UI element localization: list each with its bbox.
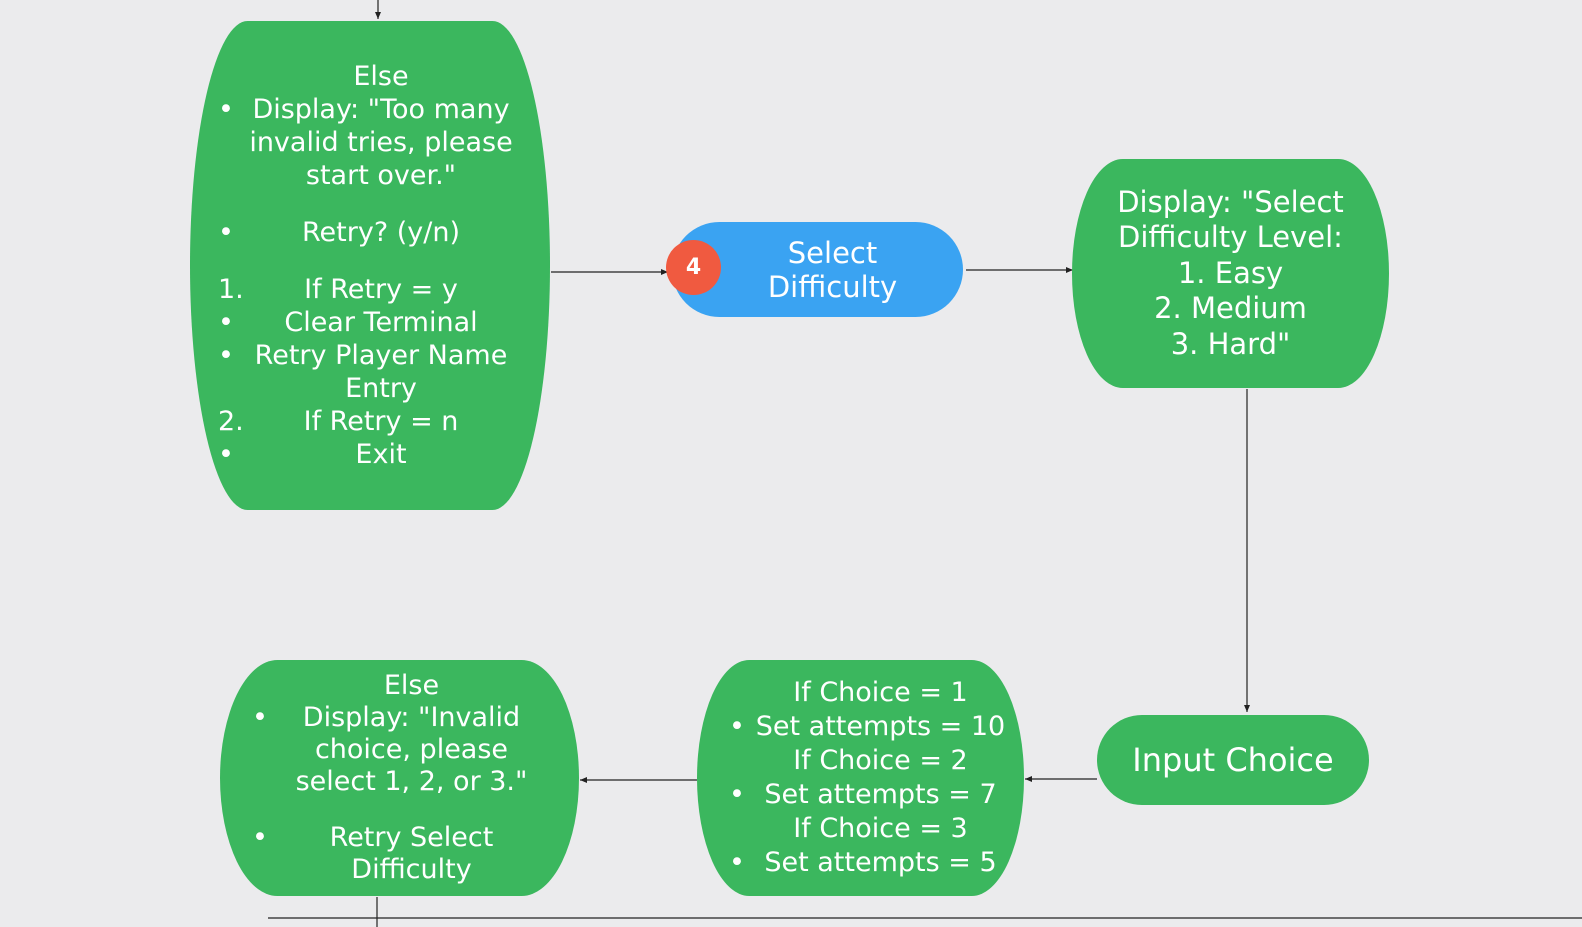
line-text: Retry Player Name bbox=[254, 340, 508, 371]
node-line: Entry bbox=[226, 372, 536, 405]
node-line: • Display: "Too many bbox=[218, 93, 536, 126]
line-text: choice, please bbox=[314, 734, 509, 765]
node-line: • Retry Select bbox=[252, 822, 559, 854]
node-line: invalid tries, please bbox=[226, 126, 536, 159]
line-text: Difficulty bbox=[351, 854, 472, 885]
bullet-marker: • bbox=[218, 439, 234, 470]
line-text: invalid tries, please bbox=[249, 127, 513, 158]
node-line: • Set attempts = 5 bbox=[729, 846, 1024, 880]
input-choice-node: Input Choice bbox=[1097, 715, 1369, 805]
node-line: 1. If Retry = y bbox=[218, 273, 536, 306]
node-line: If Choice = 3 bbox=[737, 812, 1024, 846]
node-line: • Retry Player Name bbox=[218, 339, 536, 372]
node-line: select 1, 2, or 3." bbox=[264, 766, 559, 798]
bullet-marker: • bbox=[218, 94, 234, 125]
number-marker: 2. bbox=[218, 406, 244, 437]
line-text: Retry? (y/n) bbox=[302, 217, 460, 248]
line-text: Set attempts = 10 bbox=[755, 711, 1006, 742]
line-text: Else bbox=[383, 670, 440, 701]
select-difficulty-line-1: Select bbox=[787, 235, 878, 270]
line-text: Display: "Invalid bbox=[302, 702, 521, 733]
line-text: If Choice = 3 bbox=[793, 813, 968, 844]
line-text: start over." bbox=[305, 160, 457, 191]
node-line: • Clear Terminal bbox=[218, 306, 536, 339]
node-line: If Choice = 1 bbox=[737, 676, 1024, 710]
node-line: Else bbox=[226, 60, 536, 93]
node-line: choice, please bbox=[264, 734, 559, 766]
bullet-marker: • bbox=[218, 307, 234, 338]
line-text: If Retry = n bbox=[303, 406, 459, 437]
blank-line bbox=[226, 192, 536, 216]
display-difficulty-line-1: Display: "Select bbox=[1117, 184, 1344, 219]
line-text: If Choice = 1 bbox=[793, 677, 968, 708]
line-text: Retry Select bbox=[329, 822, 494, 853]
blank-line bbox=[264, 798, 559, 822]
blank-line bbox=[226, 249, 536, 273]
step-number-badge: 4 bbox=[666, 240, 721, 295]
line-text: Set attempts = 5 bbox=[764, 847, 997, 878]
node-line: Difficulty bbox=[264, 854, 559, 886]
bullet-marker: • bbox=[729, 779, 745, 810]
bullet-marker: • bbox=[218, 340, 234, 371]
line-text: Display: "Too many bbox=[252, 94, 510, 125]
node-line: • Exit bbox=[218, 438, 536, 471]
bullet-marker: • bbox=[252, 822, 268, 853]
bullet-marker: • bbox=[252, 702, 268, 733]
display-difficulty-line-4: 2. Medium bbox=[1154, 291, 1307, 326]
node-line: 2. If Retry = n bbox=[218, 405, 536, 438]
select-difficulty-line-2: Difficulty bbox=[767, 269, 898, 304]
display-difficulty-line-5: 3. Hard" bbox=[1170, 326, 1291, 361]
node-line: • Set attempts = 7 bbox=[729, 778, 1024, 812]
node-line: • Retry? (y/n) bbox=[218, 216, 536, 249]
line-text: If Retry = y bbox=[304, 274, 458, 305]
node-line: • Set attempts = 10 bbox=[729, 710, 1024, 744]
line-text: Clear Terminal bbox=[284, 307, 478, 338]
node-line: Else bbox=[264, 670, 559, 702]
number-marker: 1. bbox=[218, 274, 244, 305]
line-text: Else bbox=[353, 61, 409, 92]
node-line: start over." bbox=[226, 159, 536, 192]
line-text: Exit bbox=[355, 439, 407, 470]
bullet-marker: • bbox=[218, 217, 234, 248]
input-choice-label: Input Choice bbox=[1132, 741, 1334, 779]
line-text: Entry bbox=[345, 373, 417, 404]
line-text: select 1, 2, or 3." bbox=[295, 766, 528, 797]
line-text: Set attempts = 7 bbox=[764, 779, 997, 810]
line-text: If Choice = 2 bbox=[793, 745, 968, 776]
bullet-marker: • bbox=[729, 711, 745, 742]
display-difficulty-node: Display: "Select Difficulty Level: 1. Ea… bbox=[1072, 159, 1389, 388]
display-difficulty-line-3: 1. Easy bbox=[1177, 255, 1284, 290]
node-line: If Choice = 2 bbox=[737, 744, 1024, 778]
node-line: • Display: "Invalid bbox=[252, 702, 559, 734]
bullet-marker: • bbox=[729, 847, 745, 878]
display-difficulty-line-2: Difficulty Level: bbox=[1118, 220, 1343, 255]
